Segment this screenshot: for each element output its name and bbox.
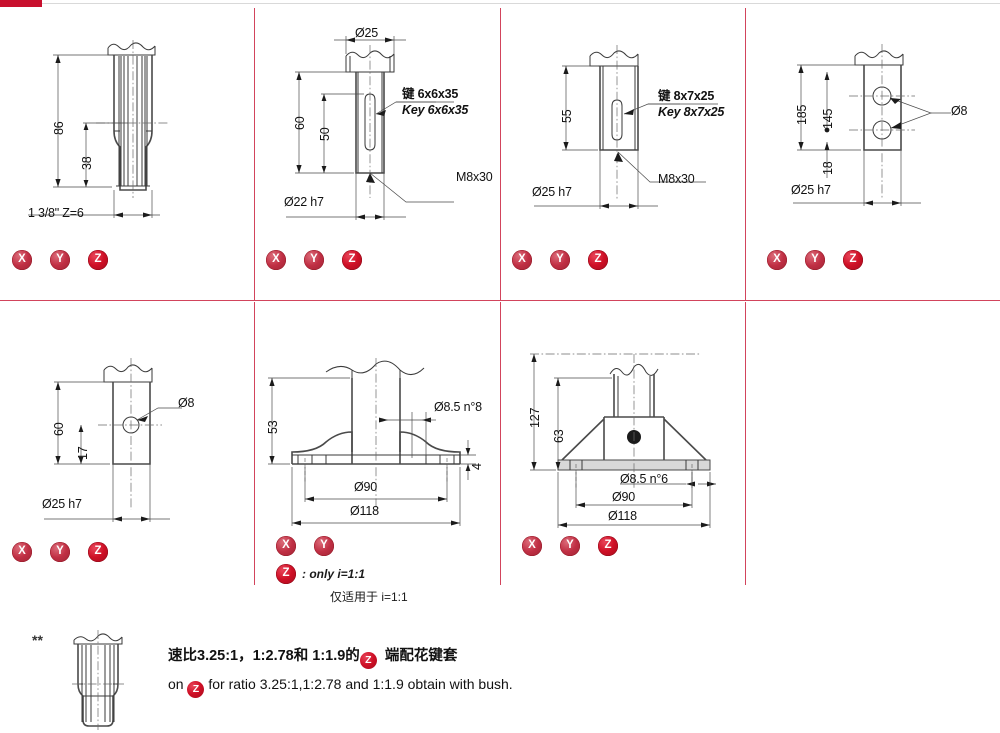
outer-diameter-label: Ø118 — [608, 509, 637, 523]
footnote-cn-after: 端配花键套 — [384, 648, 458, 664]
footnote-stars: ** — [32, 632, 43, 648]
badge-z-note[interactable]: Z — [276, 564, 296, 584]
splined-shaft-bore-drawing — [0, 10, 254, 240]
badge-x[interactable]: X — [522, 536, 542, 556]
badge-y[interactable]: Y — [805, 250, 825, 270]
dimension-18: 18 — [821, 161, 835, 175]
badge-z[interactable]: Z — [598, 536, 618, 556]
footnote-en-after: for ratio 3.25:1,1:2.78 and 1:1.9 obtain… — [208, 676, 513, 692]
badge-y[interactable]: Y — [50, 250, 70, 270]
dimension-60: 60 — [293, 116, 307, 130]
badge-x[interactable]: X — [12, 250, 32, 270]
dimension-53: 53 — [266, 420, 280, 434]
single-hole-bore-drawing — [0, 312, 254, 532]
badge-z[interactable]: Z — [588, 250, 608, 270]
bore-label: Ø25 h7 — [42, 497, 82, 511]
cone-flange-drawing — [500, 312, 745, 537]
footnote-en-before: on — [168, 676, 184, 692]
badge-z[interactable]: Z — [88, 542, 108, 562]
vertical-divider-3 — [745, 8, 747, 300]
keyed-bore-22h7-drawing — [254, 10, 500, 240]
key-label-cn: 键 8x7x25 — [658, 89, 715, 103]
dimension-86: 86 — [52, 121, 66, 135]
thread-label: M8x30 — [456, 170, 493, 184]
key-label-en: Key 8x7x25 — [658, 105, 725, 119]
badge-y[interactable]: Y — [304, 250, 324, 270]
bore-label: Ø22 h7 — [284, 195, 324, 209]
badge-y[interactable]: Y — [550, 250, 570, 270]
axis-badges-5: X Y Z — [12, 542, 108, 562]
vertical-divider-2 — [500, 8, 502, 300]
dimension-145: 145 — [821, 108, 835, 129]
footnote-cn-badge-z[interactable]: Z — [359, 651, 377, 669]
note-z-en: : only i=1:1 — [302, 567, 366, 581]
badge-x[interactable]: X — [512, 250, 532, 270]
pitch-circle-label: Ø90 — [612, 490, 636, 504]
axis-badges-4: X Y Z — [767, 250, 863, 270]
spline-spec-label: 1 3/8" Z=6 — [28, 206, 84, 220]
axis-badges-6: X Y — [276, 536, 334, 556]
badge-x[interactable]: X — [276, 536, 296, 556]
dimension-63: 63 — [552, 429, 566, 443]
dimension-d25: Ø25 — [355, 26, 379, 40]
accent-tab — [0, 0, 42, 7]
axis-badges-1: X Y Z — [12, 250, 108, 270]
dimension-127: 127 — [528, 407, 542, 428]
note-z-cn: 仅适用于 i=1:1 — [330, 590, 408, 604]
flat-flange-drawing — [254, 312, 500, 537]
badge-y[interactable]: Y — [560, 536, 580, 556]
cross-drilled-bore-drawing — [745, 10, 1000, 240]
drawing-cell-cone-flange: 127 63 Ø8.5 n°6 Ø90 Ø118 X Y Z — [500, 312, 745, 585]
vertical-divider-6 — [745, 302, 747, 585]
outer-diameter-label: Ø118 — [350, 504, 379, 518]
drawing-cell-single-hole-bore: 60 17 Ø8 Ø25 h7 X Y Z — [0, 312, 254, 585]
hole-label: Ø8 — [951, 104, 968, 118]
dimension-4: 4 — [470, 463, 484, 470]
pitch-circle-label: Ø90 — [354, 480, 378, 494]
badge-z[interactable]: Z — [843, 250, 863, 270]
keyed-bore-25h7-drawing — [500, 10, 745, 240]
vertical-divider-1 — [254, 8, 256, 300]
badge-x[interactable]: X — [266, 250, 286, 270]
key-label-cn: 键 6x6x35 — [402, 87, 459, 101]
badge-x[interactable]: X — [12, 542, 32, 562]
dimension-17: 17 — [76, 446, 90, 460]
vertical-divider-4 — [254, 302, 256, 585]
badge-z[interactable]: Z — [342, 250, 362, 270]
axis-badges-2: X Y Z — [266, 250, 362, 270]
drawing-cell-keyed-bore-25h7: 55 键 8x7x25 Key 8x7x25 M8x30 Ø25 h7 X Y … — [500, 10, 745, 300]
footnote-bush-drawing — [58, 622, 148, 732]
dimension-60: 60 — [52, 422, 66, 436]
drawing-cell-splined-shaft-bore: 86 38 1 3/8" Z=6 X Y Z — [0, 10, 254, 300]
badge-y[interactable]: Y — [314, 536, 334, 556]
drawing-cell-cross-drilled-bore: 185 145 18 Ø8 Ø25 h7 X Y Z — [745, 10, 1000, 300]
bore-label: Ø25 h7 — [791, 183, 831, 197]
key-label-en: Key 6x6x35 — [402, 103, 469, 117]
footnote-en-badge-z[interactable]: Z — [187, 680, 205, 698]
dimension-185: 185 — [795, 104, 809, 125]
dimension-38: 38 — [80, 156, 94, 170]
footnote-line-en: on Z for ratio 3.25:1,1:2.78 and 1:1.9 o… — [168, 676, 513, 698]
badge-x[interactable]: X — [767, 250, 787, 270]
horizontal-divider — [0, 300, 1000, 302]
axis-badges-7: X Y Z — [522, 536, 618, 556]
badge-z[interactable]: Z — [88, 250, 108, 270]
top-rule — [42, 3, 1000, 4]
drawing-cell-keyed-bore-22h7: Ø25 60 50 键 6x6x35 Key 6x6x35 M8x30 Ø22 … — [254, 10, 500, 300]
badge-y[interactable]: Y — [50, 542, 70, 562]
thread-label: M8x30 — [658, 172, 695, 186]
hole-label: Ø8 — [178, 396, 195, 410]
dimension-55: 55 — [560, 109, 574, 123]
axis-badges-3: X Y Z — [512, 250, 608, 270]
drawing-cell-flat-flange: 53 Ø8.5 n°8 4 Ø90 Ø118 X Y Z : only i=1:… — [254, 312, 500, 604]
vertical-divider-5 — [500, 302, 502, 585]
footnote-cn-before: 速比3.25:1，1:2.78和 1:1.9的 — [168, 648, 360, 664]
bore-label: Ø25 h7 — [532, 185, 572, 199]
bolt-holes-label: Ø8.5 n°8 — [434, 400, 482, 414]
bolt-holes-label: Ø8.5 n°6 — [620, 472, 668, 486]
dimension-50: 50 — [318, 127, 332, 141]
